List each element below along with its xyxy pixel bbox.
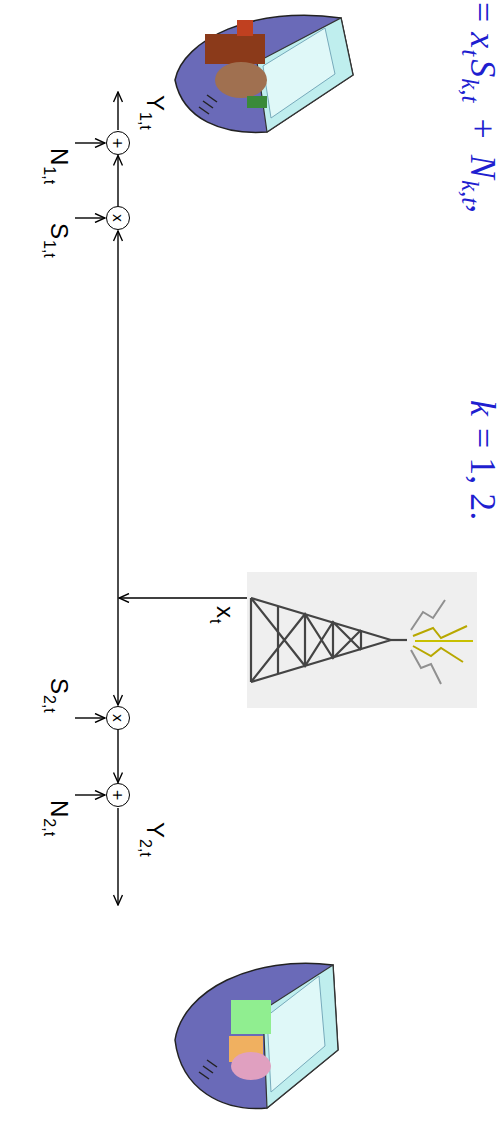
signal-wire — [119, 597, 247, 598]
dish-picture — [175, 15, 353, 132]
spark — [413, 646, 463, 662]
subscript: k,t — [455, 180, 484, 204]
signal-name: Y — [141, 822, 169, 838]
tower-leg — [251, 598, 391, 682]
signal-wire — [75, 217, 105, 218]
subscript: 2,t — [40, 695, 58, 713]
adder-circle: + — [106, 783, 130, 807]
dish-figure — [231, 1000, 271, 1034]
subscript: 1,t — [40, 166, 58, 184]
signal-name-group: S2,t — [45, 678, 73, 713]
dish-figure — [247, 96, 267, 108]
radio-sparks — [411, 600, 473, 684]
signal-wire — [75, 717, 105, 718]
dish-bowl — [175, 15, 353, 132]
signal-wire — [117, 231, 118, 598]
equation: S — [462, 59, 503, 77]
signal-name-group: N2,t — [45, 800, 73, 836]
signal-wire — [75, 794, 105, 795]
dish-figure — [231, 1052, 271, 1080]
signal-name: S — [45, 678, 73, 694]
signal-name-group: N1,t — [45, 148, 73, 184]
equation: = — [462, 2, 503, 22]
spark — [415, 640, 473, 642]
operator-symbol: + — [111, 137, 125, 149]
signal-name: Y — [141, 95, 169, 111]
signal-name: N — [45, 148, 73, 165]
dish-picture — [175, 963, 338, 1108]
equation: + — [462, 119, 503, 139]
signal-name-group: xt — [211, 606, 239, 623]
signal-name-group: Y1,t — [141, 95, 169, 130]
equation-group: k = 1, 2. — [462, 400, 503, 520]
signal-connector — [117, 730, 118, 783]
operator-symbol: x — [111, 214, 125, 222]
signal-wire — [117, 92, 118, 130]
subscript: 2,t — [136, 839, 154, 857]
subscript: 1,t — [136, 112, 154, 130]
equation-group: =xtSk,t+Nk,t, — [462, 2, 503, 213]
dish-rim — [257, 18, 353, 132]
equation: = 1, 2. — [462, 428, 503, 520]
multiplier-circle: x — [106, 706, 130, 730]
signal-name: x — [211, 606, 239, 618]
dish-figure — [205, 34, 265, 64]
tower-picture — [247, 572, 477, 708]
equation: k — [462, 400, 503, 416]
subscript: t — [206, 619, 224, 623]
spark — [413, 626, 467, 638]
adder-circle: + — [106, 131, 130, 155]
operator-symbol: + — [111, 789, 125, 801]
signal-wire — [117, 808, 118, 905]
dish-face — [267, 976, 325, 1092]
signal-name: N — [45, 800, 73, 817]
spark — [411, 600, 445, 630]
equation: N — [462, 155, 503, 179]
dish-rim — [263, 965, 338, 1108]
equation: , — [462, 204, 503, 213]
subscript: 2,t — [40, 818, 58, 836]
signal-connector — [117, 156, 118, 207]
tower-lattice — [251, 598, 407, 682]
signal-name: S — [45, 223, 73, 239]
spark — [411, 650, 441, 684]
dish-figure — [215, 62, 267, 98]
dish-hatch — [199, 95, 217, 114]
operator-symbol: x — [111, 714, 125, 722]
tower-brace — [251, 598, 361, 682]
signal-wire — [75, 142, 105, 143]
dish-face — [263, 28, 335, 118]
subscript: 1,t — [40, 240, 58, 258]
dish-figure — [237, 20, 253, 36]
dish-hatch — [199, 1060, 217, 1079]
equation: x — [462, 32, 503, 48]
subscript: t — [455, 49, 484, 56]
signal-name-group: S1,t — [45, 223, 73, 258]
signal-wire — [117, 598, 118, 705]
tower-mast — [391, 639, 407, 641]
signal-name-group: Y2,t — [141, 822, 169, 857]
tower-bar — [278, 606, 361, 674]
subscript: k,t — [455, 78, 484, 102]
multiplier-circle: x — [106, 206, 130, 230]
picture-ground — [247, 572, 477, 708]
dish-bowl — [175, 963, 338, 1108]
